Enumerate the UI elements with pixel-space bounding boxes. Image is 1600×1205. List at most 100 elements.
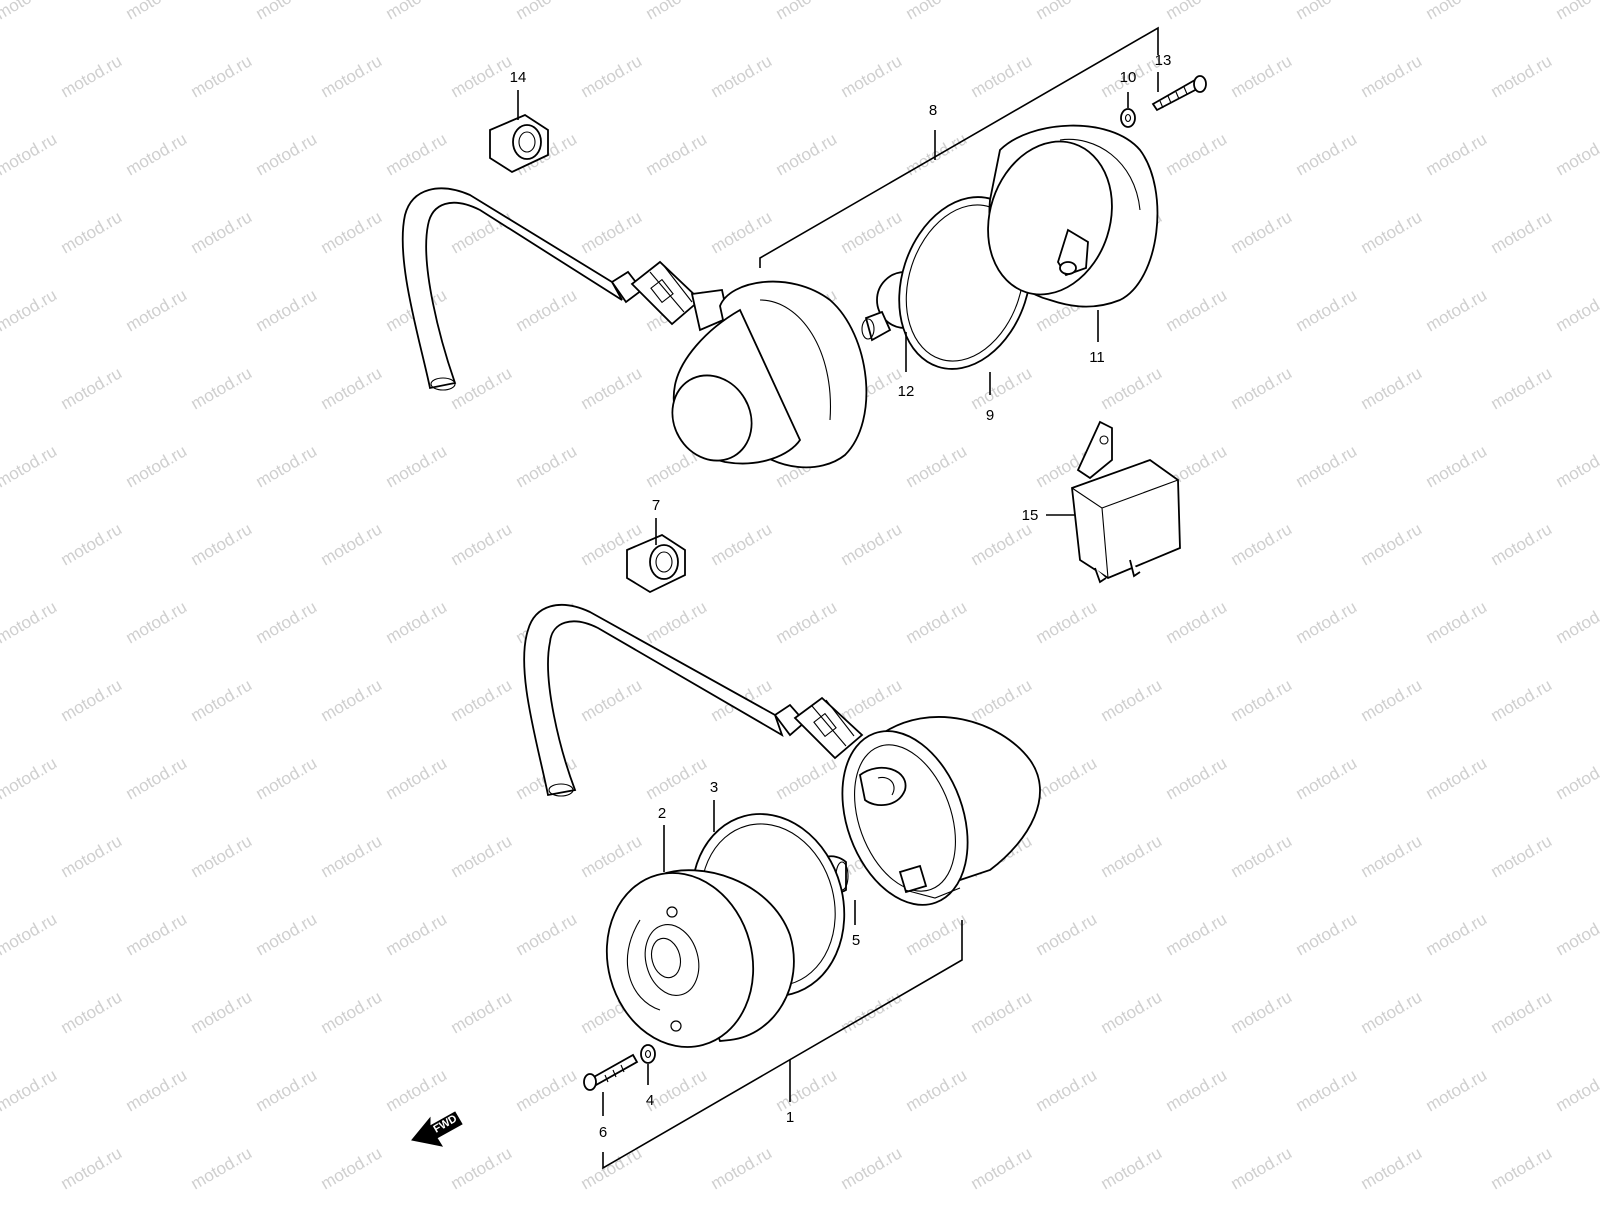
watermark-text: motod.ru <box>1358 519 1426 569</box>
watermark-text: motod.ru <box>253 0 321 23</box>
watermark-text: motod.ru <box>1553 753 1600 803</box>
callout-11: 11 <box>1089 349 1105 366</box>
watermark-text: motod.ru <box>903 1065 971 1115</box>
watermark-text: motod.ru <box>1423 1065 1491 1115</box>
watermark-text: motod.ru <box>1033 753 1101 803</box>
watermark-text: motod.ru <box>1163 285 1231 335</box>
watermark-text: motod.ru <box>513 441 581 491</box>
watermark-text: motod.ru <box>1033 0 1101 23</box>
watermark-text: motod.ru <box>578 363 646 413</box>
watermark-text: motod.ru <box>1098 363 1166 413</box>
watermark-text: motod.ru <box>1033 909 1101 959</box>
watermark-text: motod.ru <box>1423 909 1491 959</box>
watermark-text: motod.ru <box>318 363 386 413</box>
watermark-text: motod.ru <box>448 675 516 725</box>
watermark-text: motod.ru <box>1228 207 1296 257</box>
callout-6: 6 <box>599 1124 607 1141</box>
callout-14: 14 <box>510 69 527 86</box>
watermark-text: motod.ru <box>1293 441 1361 491</box>
watermark-text: motod.ru <box>253 129 321 179</box>
watermark-text: motod.ru <box>383 753 451 803</box>
watermark-text: motod.ru <box>903 909 971 959</box>
watermark-text: motod.ru <box>58 987 126 1037</box>
watermark-text: motod.ru <box>58 675 126 725</box>
watermark-text: motod.ru <box>1293 909 1361 959</box>
watermark-text: motod.ru <box>643 129 711 179</box>
watermark-text: motod.ru <box>1163 0 1231 23</box>
watermark-text: motod.ru <box>0 753 60 803</box>
watermark-text: motod.ru <box>838 51 906 101</box>
watermark-text: motod.ru <box>578 51 646 101</box>
watermark-text: motod.ru <box>1423 441 1491 491</box>
watermark-text: motod.ru <box>253 753 321 803</box>
watermark-text: motod.ru <box>1553 1065 1600 1115</box>
lower-washer <box>641 1045 655 1063</box>
watermark-text: motod.ru <box>1163 129 1231 179</box>
watermark-text: motod.ru <box>383 0 451 23</box>
watermark-text: motod.ru <box>1423 129 1491 179</box>
watermark-text: motod.ru <box>383 597 451 647</box>
watermark-text: motod.ru <box>1098 675 1166 725</box>
watermark-text: motod.ru <box>253 441 321 491</box>
watermark-text: motod.ru <box>1488 987 1556 1037</box>
watermark-text: motod.ru <box>448 51 516 101</box>
watermark-text: motod.ru <box>968 1143 1036 1193</box>
upper-screw <box>1153 76 1206 110</box>
watermark-text: motod.ru <box>253 1065 321 1115</box>
watermark-text: motod.ru <box>123 0 191 23</box>
watermark-text: motod.ru <box>123 1065 191 1115</box>
watermark-text: motod.ru <box>903 0 971 23</box>
watermark-text: motod.ru <box>838 675 906 725</box>
watermark-text: motod.ru <box>318 987 386 1037</box>
watermark-text: motod.ru <box>1553 0 1600 23</box>
watermark-text: motod.ru <box>58 1143 126 1193</box>
watermark-text: motod.ru <box>903 597 971 647</box>
watermark-text: motod.ru <box>1488 1143 1556 1193</box>
watermark-text: motod.ru <box>1423 597 1491 647</box>
watermark-text: motod.ru <box>1293 1065 1361 1115</box>
callout-15: 15 <box>1022 507 1039 524</box>
watermark-text: motod.ru <box>253 909 321 959</box>
watermark-text: motod.ru <box>1098 831 1166 881</box>
watermark-text: motod.ru <box>58 51 126 101</box>
watermark-text: motod.ru <box>1423 753 1491 803</box>
callout-13: 13 <box>1155 52 1172 69</box>
watermark-text: motod.ru <box>838 1143 906 1193</box>
callout-4: 4 <box>646 1092 654 1109</box>
watermark-text: motod.ru <box>1293 753 1361 803</box>
watermark-text: motod.ru <box>253 597 321 647</box>
watermark-text: motod.ru <box>1488 831 1556 881</box>
watermark-text: motod.ru <box>578 207 646 257</box>
watermark-text: motod.ru <box>1488 363 1556 413</box>
watermark-text: motod.ru <box>1358 675 1426 725</box>
watermark-text: motod.ru <box>708 1143 776 1193</box>
watermark-text: motod.ru <box>1033 597 1101 647</box>
watermark-text: motod.ru <box>188 831 256 881</box>
watermark-text: motod.ru <box>968 363 1036 413</box>
watermark-text: motod.ru <box>903 441 971 491</box>
watermark-text: motod.ru <box>318 675 386 725</box>
watermark-text: motod.ru <box>318 831 386 881</box>
watermark-text: motod.ru <box>448 1143 516 1193</box>
watermark-text: motod.ru <box>58 519 126 569</box>
watermark-text: motod.ru <box>1228 987 1296 1037</box>
watermark-text: motod.ru <box>968 519 1036 569</box>
watermark-text: motod.ru <box>1228 51 1296 101</box>
watermark-text: motod.ru <box>123 597 191 647</box>
callout-3: 3 <box>710 779 718 796</box>
watermark-text: motod.ru <box>1488 207 1556 257</box>
watermark-text: motod.ru <box>1553 129 1600 179</box>
watermark-text: motod.ru <box>1163 753 1231 803</box>
fwd-direction-arrow: FWD <box>412 1112 462 1146</box>
watermark-text: motod.ru <box>968 51 1036 101</box>
watermark-text: motod.ru <box>1553 597 1600 647</box>
callout-10: 10 <box>1120 69 1137 86</box>
watermark-text: motod.ru <box>1228 363 1296 413</box>
watermark-text: motod.ru <box>1033 1065 1101 1115</box>
watermark-text: motod.ru <box>838 519 906 569</box>
watermark-text: motod.ru <box>318 207 386 257</box>
watermark-text: motod.ru <box>318 519 386 569</box>
watermark-text: motod.ru <box>1163 597 1231 647</box>
watermark-text: motod.ru <box>1423 285 1491 335</box>
